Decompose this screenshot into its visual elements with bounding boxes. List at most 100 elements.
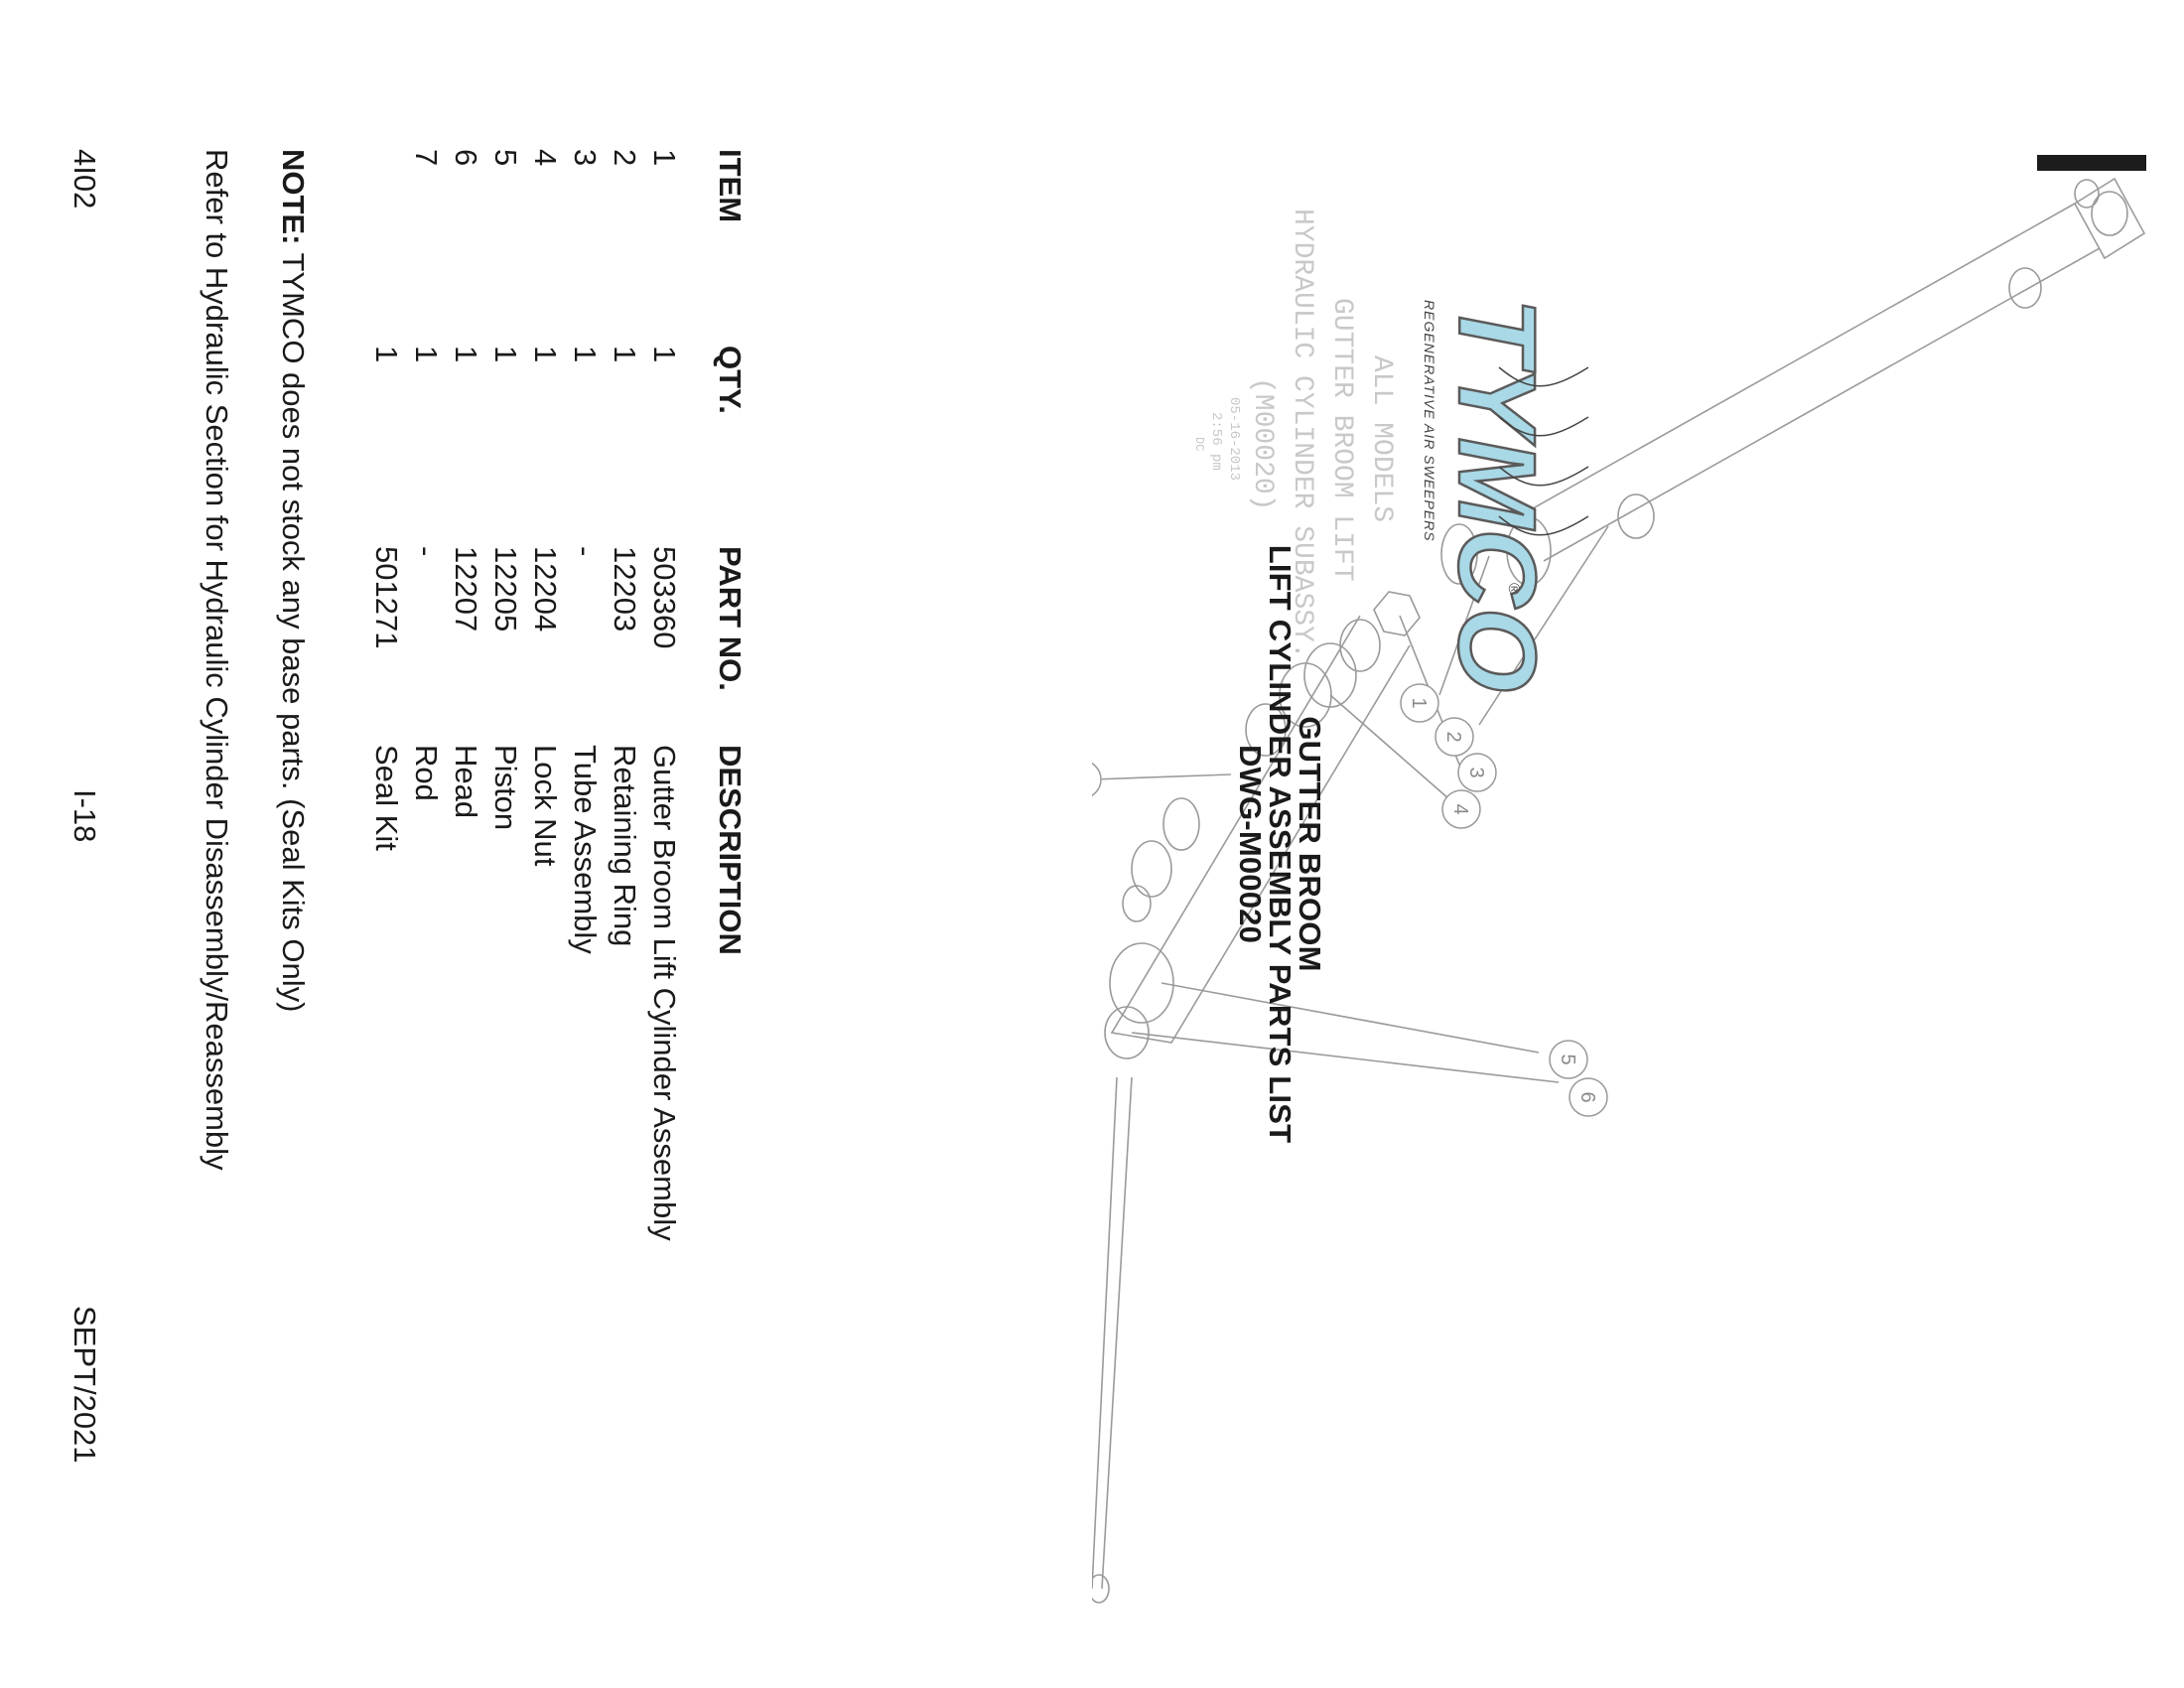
cell-item: 6	[449, 149, 483, 167]
cell-qty: 1	[449, 346, 483, 363]
cell-qty: 1	[647, 346, 682, 363]
leader-1	[1438, 555, 1490, 696]
cell-item: 4	[528, 149, 563, 167]
rod-edge-bottom	[1092, 1076, 1118, 1590]
seal-ring-3	[1122, 885, 1152, 922]
tymco-logo: TYMCO ® REGENERATIVE AIR SWEEPERS	[1422, 297, 1589, 693]
title-line-1: GUTTER BROOM	[1293, 716, 1327, 972]
cell-qty: 1	[488, 346, 523, 363]
header-description: DESCRIPTION	[713, 745, 748, 955]
callout-6: 6	[1576, 1091, 1598, 1102]
parts-list-title: GUTTER BROOM LIFT CYLINDER ASSEMBLY PART…	[1233, 0, 1327, 1688]
port-fitting-1	[2008, 267, 2042, 309]
note-text: TYMCO does not stock any base parts. (Se…	[276, 244, 311, 1013]
cell-qty: 1	[608, 346, 642, 363]
cell-description: Piston	[488, 745, 523, 831]
cell-part-no: -	[409, 546, 444, 557]
head-part	[1109, 942, 1174, 1024]
header-part-no: PART NO.	[713, 546, 748, 691]
cell-part-no: 12204	[528, 546, 563, 633]
callout-circle-6	[1569, 1077, 1608, 1117]
exploded-cylinder-drawing: 1 2 3 4 5 6 7 TYMCO ® REGENERATIVE AIR S…	[1092, 177, 2146, 1604]
callout-2: 2	[1442, 731, 1464, 742]
leader-5	[1160, 982, 1540, 1054]
callout-circle-1	[1400, 683, 1439, 723]
table-row: 6 1 12207 Head	[446, 149, 485, 1440]
footer-date: SEPT/2021	[68, 1306, 102, 1464]
leader-2	[1478, 525, 1609, 726]
callout-circle-7	[1092, 760, 1102, 799]
cell-description: Head	[449, 745, 483, 819]
callout-circle-2	[1434, 717, 1474, 757]
cell-item: 3	[568, 149, 603, 167]
cell-description: Tube Assembly	[568, 745, 603, 954]
callout-group	[1092, 683, 1608, 1117]
stamp-line-3: HYDRAULIC CYLINDER SUBASSY.	[1287, 209, 1317, 659]
footer-section-code: 4I02	[68, 149, 102, 210]
leader-7	[1092, 774, 1232, 780]
tube-edge-bottom	[1518, 203, 2076, 517]
table-row: 2 1 12203 Retaining Ring	[605, 149, 644, 1440]
header-item: ITEM	[713, 149, 748, 223]
table-row: 7 1 - Rod	[406, 149, 446, 1440]
cell-part-no: 12203	[608, 546, 642, 633]
piston-seal-2	[1245, 703, 1287, 757]
clevis-pin-hole	[2074, 179, 2100, 209]
lock-nut-part	[1373, 591, 1421, 636]
logo-swirl-4	[1498, 515, 1589, 536]
table-row: 5 1 12205 Piston	[485, 149, 525, 1440]
cell-description: Seal Kit	[369, 745, 404, 851]
note-line: NOTE: TYMCO does not stock any base part…	[275, 149, 311, 1012]
callout-circle-3	[1457, 753, 1497, 792]
cell-qty: 1	[369, 346, 404, 363]
cell-part-no: 503360	[647, 546, 682, 649]
cell-part-no: 501271	[369, 546, 404, 649]
cell-qty: 1	[409, 346, 444, 363]
stamp-line-1: ALL MODELS	[1366, 355, 1397, 522]
header-qty: QTY.	[713, 346, 748, 414]
callout-1: 1	[1408, 697, 1430, 708]
callout-circle-5	[1549, 1040, 1588, 1079]
stamp-initials: DC	[1192, 437, 1206, 451]
logo-swirl-1	[1498, 366, 1589, 387]
clevis-eye	[2091, 191, 2128, 236]
cell-description: Lock Nut	[528, 745, 563, 867]
seal-ring-2	[1131, 840, 1172, 898]
table-row: 1 1 503360 Gutter Broom Lift Cylinder As…	[644, 149, 684, 1440]
cell-part-no: 12205	[488, 546, 523, 633]
stamp-time: 2:56 pm	[1208, 412, 1224, 471]
cell-part-no: -	[568, 546, 603, 557]
callout-circle-4	[1441, 789, 1481, 829]
logo-tagline: REGENERATIVE AIR SWEEPERS	[1422, 300, 1437, 542]
table-row: 1 501271 Seal Kit	[366, 149, 406, 1440]
title-line-3: DWG-M00020	[1233, 744, 1268, 944]
parts-table: ITEM QTY. PART NO. DESCRIPTION 1 1 50336…	[366, 149, 750, 1440]
parts-baseline	[1110, 615, 1411, 1044]
drawing-stamp: ALL MODELS GUTTER BROOM LIFT HYDRAULIC C…	[1192, 209, 1397, 659]
cell-item: 5	[488, 149, 523, 167]
table-header-row: ITEM QTY. PART NO. DESCRIPTION	[710, 149, 750, 1440]
note-label: NOTE:	[276, 149, 311, 245]
cell-item: 1	[647, 149, 682, 167]
logo-registered-mark: ®	[1505, 583, 1522, 595]
logo-wordmark: TYMCO	[1435, 298, 1558, 692]
reference-line: Refer to Hydraulic Section for Hydraulic…	[200, 149, 234, 1171]
callout-5: 5	[1557, 1054, 1578, 1064]
callout-4: 4	[1449, 803, 1471, 814]
cell-qty: 1	[528, 346, 563, 363]
leader-4	[1329, 694, 1450, 800]
cell-description: Retaining Ring	[608, 745, 642, 947]
logo-swirl-2	[1498, 416, 1589, 437]
stamp-date: 05-16-2013	[1226, 397, 1242, 481]
cell-description: Gutter Broom Lift Cylinder Assembly	[647, 745, 682, 1241]
seal-ring-1	[1162, 797, 1200, 851]
rod-edge-top	[1101, 1076, 1133, 1590]
clevis-outline	[2073, 177, 2146, 260]
title-line-2: LIFT CYLINDER ASSEMBLY PARTS LIST	[1263, 544, 1297, 1144]
cell-description: Rod	[409, 745, 444, 801]
rod-end	[1092, 1574, 1110, 1604]
cell-item: 7	[409, 149, 444, 167]
stamp-line-4: (M00020)	[1247, 377, 1278, 510]
cell-item: 2	[608, 149, 642, 167]
